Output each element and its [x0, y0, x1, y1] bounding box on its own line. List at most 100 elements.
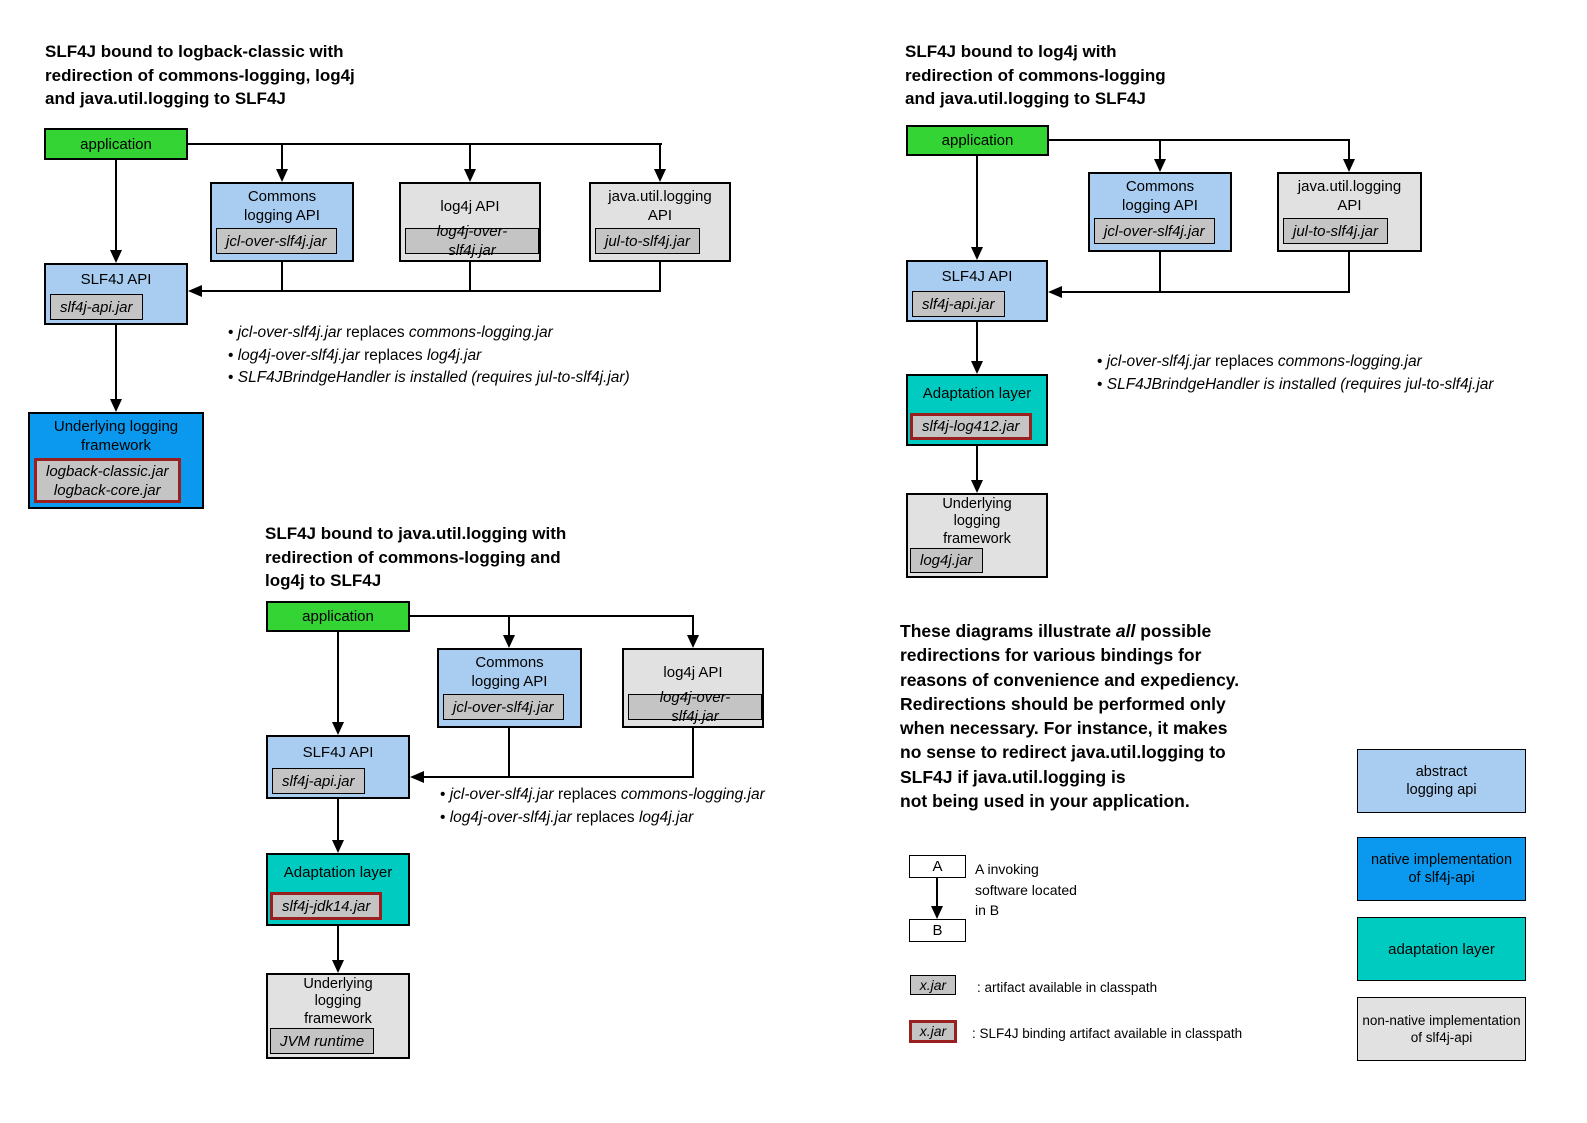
d1-jul-api-label: java.util.logging API [608, 188, 712, 224]
d1-jul-to-slf4j-jar: jul-to-slf4j.jar [595, 228, 701, 254]
d2-slf4j-api-box: SLF4J API slf4j-api.jar [906, 260, 1048, 322]
d2-underlying-framework-box: Underlying logging framework log4j.jar [906, 493, 1048, 578]
d3-jvm-runtime-jar: JVM runtime [270, 1028, 375, 1054]
d3-note-1: jcl-over-slf4j.jar replaces commons-logg… [440, 784, 765, 807]
redirections-note: These diagrams illustrate all possible r… [900, 621, 1240, 812]
arrowhead-down [276, 169, 288, 182]
connector-line [508, 616, 510, 635]
connector-line [1159, 252, 1161, 292]
d2-adaptation-layer-label: Adaptation layer [922, 384, 1032, 402]
diagram3-title: SLF4J bound to java.util.logging with re… [265, 524, 567, 590]
d1-slf4j-api-jar: slf4j-api.jar [50, 294, 143, 320]
d1-note-3: SLF4JBrindgeHandler is installed (requir… [228, 367, 630, 390]
d2-underlying-framework-label: Underlying logging framework [942, 495, 1012, 547]
d3-slf4j-jdk14-jar: slf4j-jdk14.jar [270, 892, 383, 920]
d1-log4j-api-box: log4j API log4j-over-slf4j.jar [399, 182, 541, 262]
d2-jcl-over-slf4j-jar: jcl-over-slf4j.jar [1094, 218, 1215, 244]
connector-line [1159, 140, 1161, 159]
connector-line [1348, 140, 1350, 159]
legend-invoke-caption: A invoking software located in B [975, 861, 1077, 918]
d1-commons-logging-api-label: Commons logging API [244, 188, 320, 224]
arrowhead-down [971, 480, 983, 493]
arrowhead-down [503, 635, 515, 648]
connector-line [976, 446, 978, 480]
connector-line [424, 776, 694, 778]
arrowhead-down [332, 960, 344, 973]
connector-line [1348, 252, 1350, 292]
d3-application-box: application [266, 601, 410, 632]
d2-adaptation-layer-box: Adaptation layer slf4j-log412.jar [906, 374, 1048, 446]
connector-line [936, 878, 938, 906]
d2-slf4j-api-jar: slf4j-api.jar [912, 291, 1005, 317]
connector-line [976, 322, 978, 361]
d3-adaptation-layer-label: Adaptation layer [283, 864, 393, 881]
connector-line [1049, 139, 1350, 141]
legend-artifact-caption: : artifact available in classpath [977, 980, 1158, 995]
connector-line [692, 728, 694, 778]
arrowhead-left [410, 771, 424, 783]
diagram2-title: SLF4J bound to log4j with redirection of… [905, 42, 1166, 108]
arrowhead-down [332, 722, 344, 735]
d1-underlying-framework-label: Underlying logging framework [53, 418, 179, 454]
connector-line [115, 160, 117, 250]
d3-slf4j-api-jar: slf4j-api.jar [272, 768, 365, 794]
d1-application-box: application [44, 128, 188, 160]
connector-line [469, 144, 471, 169]
connector-line [337, 926, 339, 960]
arrowhead-down [464, 169, 476, 182]
legend-xjar-binding: x.jar [909, 1020, 957, 1043]
d3-adaptation-layer-box: Adaptation layer slf4j-jdk14.jar [266, 853, 410, 926]
d3-log4j-over-slf4j-jar: log4j-over-slf4j.jar [628, 689, 762, 725]
d1-log4j-api-label: log4j API [440, 197, 500, 215]
d1-log4j-over-slf4j-jar: log4j-over-slf4j.jar [405, 223, 539, 259]
d2-commons-logging-api-label: Commons logging API [1122, 178, 1198, 214]
arrowhead-down [971, 361, 983, 374]
d2-log4j-jar: log4j.jar [910, 548, 983, 573]
connector-line [115, 325, 117, 399]
d1-slf4j-api-label: SLF4J API [80, 271, 152, 288]
arrowhead-left [1048, 286, 1062, 298]
connector-line [337, 799, 339, 840]
connector-line [281, 262, 283, 292]
d1-underlying-framework-box: Underlying logging framework logback-cla… [28, 412, 204, 509]
d1-notes: jcl-over-slf4j.jar replaces commons-logg… [228, 322, 630, 390]
legend-binding-caption: : SLF4J binding artifact available in cl… [972, 1026, 1243, 1041]
d2-slf4j-api-label: SLF4J API [941, 268, 1013, 285]
diagram1-title: SLF4J bound to logback-classic with redi… [45, 42, 355, 108]
legend-box-a: A [909, 855, 966, 878]
connector-line [188, 143, 662, 145]
legend-abstract-logging-api: abstract logging api [1357, 749, 1526, 813]
d3-commons-logging-api-label: Commons logging API [471, 654, 548, 690]
d2-commons-logging-api-box: Commons logging API jcl-over-slf4j.jar [1088, 172, 1232, 252]
legend-nonnative-implementation: non-native implementation of slf4j-api [1357, 997, 1526, 1061]
d2-jul-to-slf4j-jar: jul-to-slf4j.jar [1283, 218, 1389, 244]
connector-line [469, 262, 471, 292]
connector-line [659, 144, 661, 169]
d2-note-2: SLF4JBrindgeHandler is installed (requir… [1097, 373, 1494, 396]
arrowhead-down [654, 169, 666, 182]
d3-slf4j-api-label: SLF4J API [302, 744, 374, 761]
legend-native-implementation: native implementation of slf4j-api [1357, 837, 1526, 901]
connector-line [281, 144, 283, 169]
d2-jul-api-label: java.util.logging API [1297, 178, 1402, 214]
d3-underlying-framework-box: Underlying logging framework JVM runtime [266, 973, 410, 1059]
d3-slf4j-api-box: SLF4J API slf4j-api.jar [266, 735, 410, 799]
d3-log4j-api-box: log4j API log4j-over-slf4j.jar [622, 648, 764, 728]
connector-line [976, 156, 978, 247]
arrowhead-down [110, 399, 122, 412]
connector-line [1062, 291, 1350, 293]
arrowhead-down [110, 250, 122, 263]
d3-underlying-framework-label: Underlying logging framework [303, 975, 373, 1027]
d1-jul-api-box: java.util.logging API jul-to-slf4j.jar [589, 182, 731, 262]
d3-note-2: log4j-over-slf4j.jar replaces log4j.jar [440, 807, 765, 830]
arrowhead-down [1343, 159, 1355, 172]
d2-slf4j-log412-jar: slf4j-log412.jar [910, 413, 1032, 440]
d3-jcl-over-slf4j-jar: jcl-over-slf4j.jar [443, 694, 564, 720]
legend-adaptation-layer: adaptation layer [1357, 917, 1526, 981]
d2-jul-api-box: java.util.logging API jul-to-slf4j.jar [1277, 172, 1422, 252]
d1-slf4j-api-box: SLF4J API slf4j-api.jar [44, 263, 188, 325]
arrowhead-down [332, 840, 344, 853]
d2-note-1: jcl-over-slf4j.jar replaces commons-logg… [1097, 350, 1494, 373]
arrowhead-down [971, 247, 983, 260]
